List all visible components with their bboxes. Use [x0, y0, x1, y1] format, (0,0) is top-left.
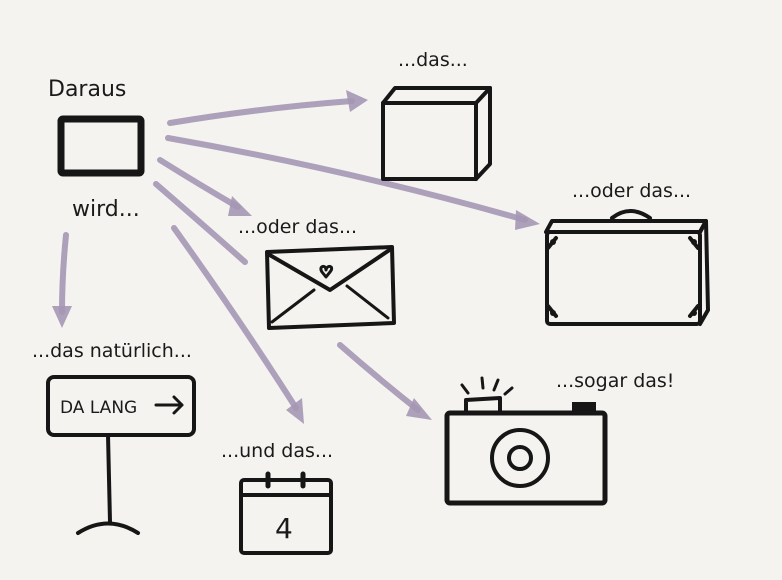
calendar-label: ...und das... [221, 440, 333, 462]
arrow-to-calendar [171, 225, 304, 424]
source-title: Daraus [48, 77, 126, 102]
suitcase-icon [544, 209, 710, 326]
calendar-day: 4 [275, 512, 293, 545]
sign-icon [46, 375, 196, 535]
arrow-to-suitcase [165, 135, 540, 230]
box-icon [381, 86, 492, 181]
box-label: ...das... [398, 49, 468, 71]
camera-icon [444, 376, 608, 506]
camera-label: ...sogar das! [556, 370, 674, 392]
sign-text: DA LANG [60, 398, 137, 418]
arrow-to-box [167, 90, 368, 126]
source-frame [57, 115, 145, 177]
arrows [52, 90, 540, 424]
sign-caption: ...das natürlich... [32, 340, 192, 362]
arrow-to-envelope [157, 157, 252, 216]
source-subtitle: wird... [72, 197, 140, 222]
envelope-label: ...oder das... [238, 216, 357, 238]
suitcase-label: ...oder das... [572, 180, 691, 202]
arrow-right-icon [154, 395, 184, 415]
heart-icon [319, 264, 334, 279]
envelope-icon [265, 245, 396, 330]
arrow-to-camera [153, 181, 432, 420]
calendar-icon [239, 471, 333, 555]
arrow-to-sign [52, 232, 72, 328]
